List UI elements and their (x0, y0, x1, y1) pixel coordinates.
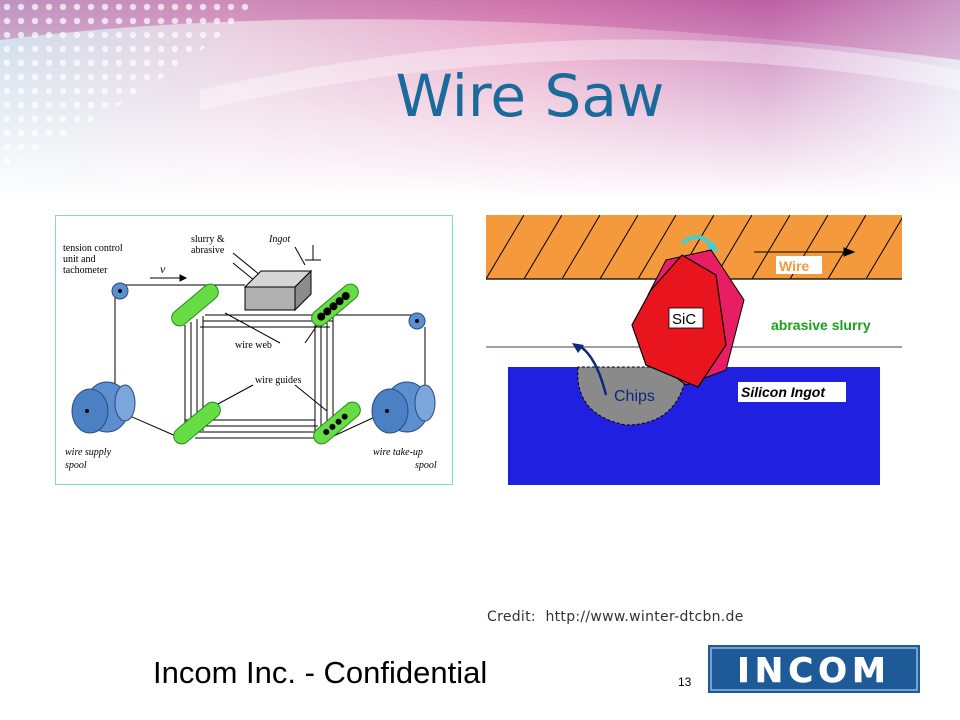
label-chips: Chips (614, 388, 655, 405)
label-tension-3: tachometer (63, 265, 108, 276)
label-tension-2: unit and (63, 254, 96, 265)
wire-supply-spool (71, 381, 136, 434)
slide-title: Wire Saw (395, 62, 665, 130)
page-number: 13 (678, 675, 692, 689)
logo-text: INCOM (737, 651, 891, 691)
tension-pulley-right (408, 312, 426, 330)
sic-cutting-diagram: Wire SiC abrasive slurry Chips Silicon I… (486, 215, 902, 487)
label-silicon-ingot: Silicon Ingot (741, 384, 826, 400)
label-sic: SiC (672, 311, 696, 328)
label-supply-1: wire supply (65, 447, 112, 458)
tension-pulley-left (111, 282, 129, 300)
ingot-block (243, 269, 313, 312)
image-credit: Credit: http://www.winter-dtcbn.de (487, 609, 744, 625)
label-slurry-2: abrasive (191, 245, 225, 256)
label-velocity: v (160, 262, 166, 276)
label-supply-2: spool (65, 460, 87, 471)
label-slurry-1: slurry & (191, 234, 225, 245)
label-abrasive-slurry: abrasive slurry (771, 317, 871, 333)
label-wire-guides: wire guides (255, 375, 301, 386)
label-takeup-1: wire take-up (373, 447, 423, 458)
label-takeup-2: spool (415, 460, 437, 471)
wire-takeup-spool (371, 381, 436, 434)
header-background (0, 0, 960, 200)
label-tension-1: tension control (63, 243, 123, 254)
incom-logo: INCOM (708, 645, 920, 693)
wire-guide-cylinders (171, 283, 361, 445)
label-wire-web: wire web (235, 340, 272, 351)
wire-saw-schematic: tension control unit and tachometer v sl… (55, 215, 453, 485)
footer-confidential: Incom Inc. - Confidential (153, 655, 488, 690)
credit-label: Credit: (487, 609, 536, 625)
label-wire: Wire (779, 258, 809, 274)
label-ingot: Ingot (268, 234, 290, 245)
credit-url: http://www.winter-dtcbn.de (545, 609, 744, 625)
